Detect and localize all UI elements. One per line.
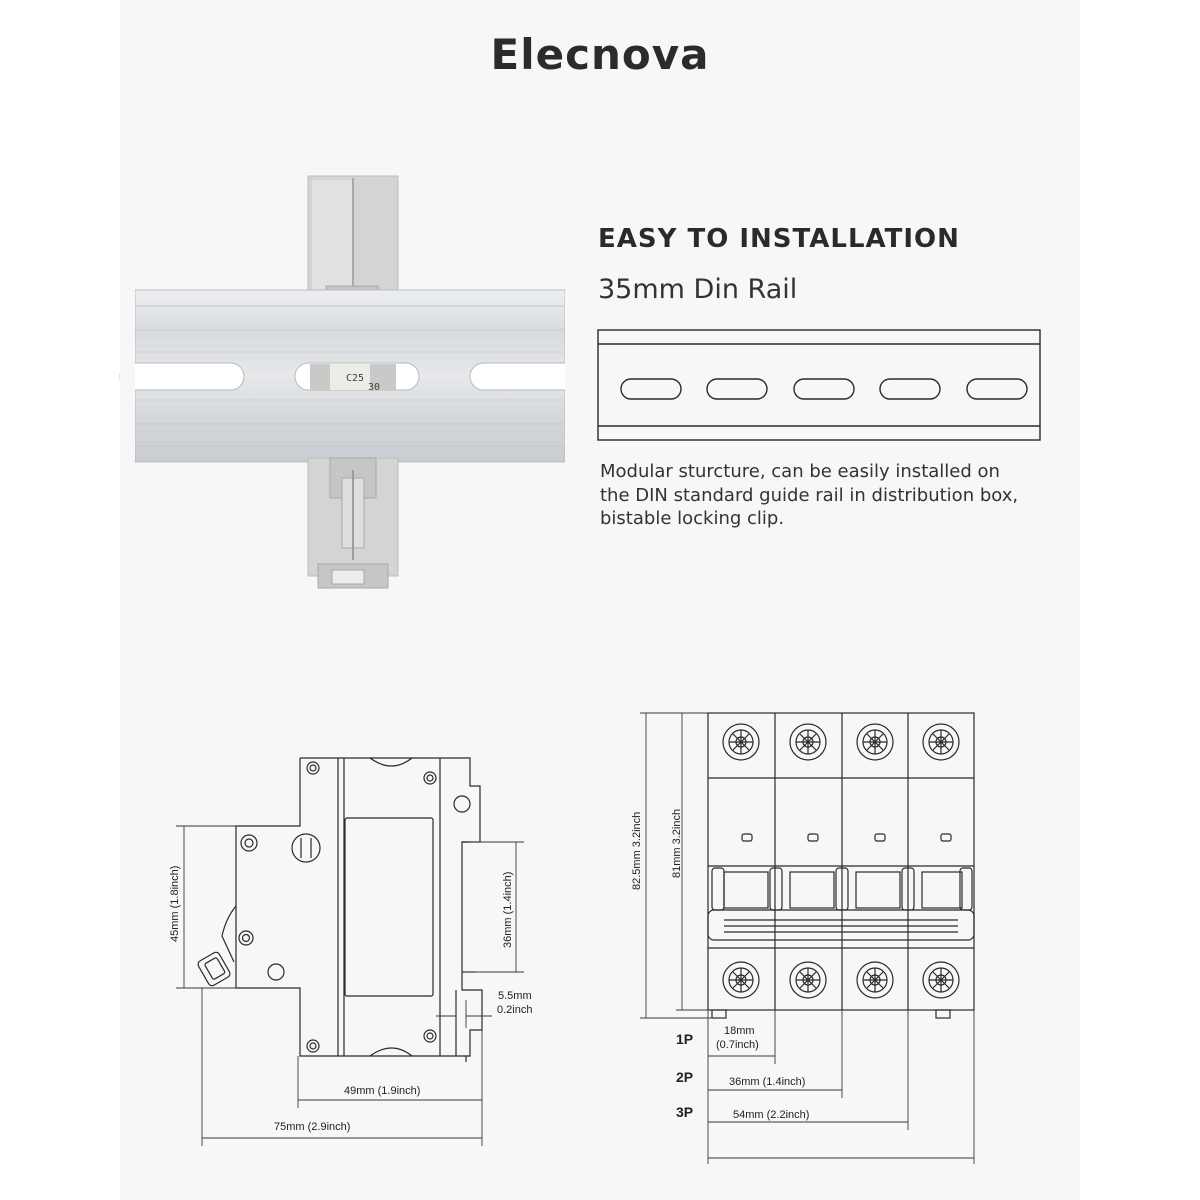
din-rail: C25 30 [119,289,581,463]
dim-3p-width: 54mm (2.2inch) [733,1109,809,1121]
front-view-terminals [722,723,960,999]
dim-front-height-82-5: 82.5mm 3.2inch [631,812,643,890]
dim-side-5-5mm: 5.5mm [498,990,532,1002]
dim-front-height-81: 81mm 3.2inch [671,809,683,878]
dim-1p-width-in: (0.7inch) [716,1039,759,1051]
dim-side-0-2in: 0.2inch [497,1004,532,1016]
pole-label-3p: 3P [676,1104,693,1120]
rail-slot [879,378,941,400]
rail-slot [966,378,1028,400]
background-panel [120,0,1080,1200]
terminal-screw-icon [789,723,827,761]
breaker-module-bottom [307,457,399,589]
dim-side-height-45: 45mm (1.8inch) [169,866,181,942]
side-view-dimensions [176,825,524,1146]
dim-1p-width-mm: 18mm [724,1025,755,1037]
dim-side-depth-75: 75mm (2.9inch) [274,1121,350,1133]
dim-side-height-36: 36mm (1.4inch) [502,872,514,948]
breaker-on-rail-photo: C25 30 [119,175,585,589]
description-line: the DIN standard guide rail in distribut… [600,484,1019,506]
rail-slot [620,378,682,400]
description-line: bistable locking clip. [600,508,785,529]
din-rail-schematic [597,329,1041,441]
rail-slot [706,378,768,400]
pole-label-1p: 1P [676,1031,693,1047]
dim-2p-width: 36mm (1.4inch) [729,1076,805,1088]
dim-side-depth-49: 49mm (1.9inch) [344,1085,420,1097]
front-view-dimensions [640,712,975,1164]
terminal-screw-icon [722,723,760,761]
rating-mark: C25 [346,373,364,384]
description-line: Modular sturcture, can be easily install… [600,461,1000,482]
breaker-module-top [307,175,399,301]
rail-subheading: 35mm Din Rail [598,274,798,305]
brand-logo: Elecnova [490,30,710,79]
install-heading: EASY TO INSTALLATION [598,224,960,254]
pole-label-2p: 2P [676,1069,693,1085]
terminal-screw-icon [856,723,894,761]
terminal-screw-icon [789,961,827,999]
terminal-screw-icon [922,723,960,761]
install-description: Modular sturcture, can be easily install… [600,460,1070,531]
terminal-screw-icon [922,961,960,999]
front-view-drawing [707,712,975,1019]
terminal-screw-icon [722,961,760,999]
terminal-screw-icon [856,961,894,999]
model-mark: 30 [368,382,380,393]
rail-slot [793,378,855,400]
